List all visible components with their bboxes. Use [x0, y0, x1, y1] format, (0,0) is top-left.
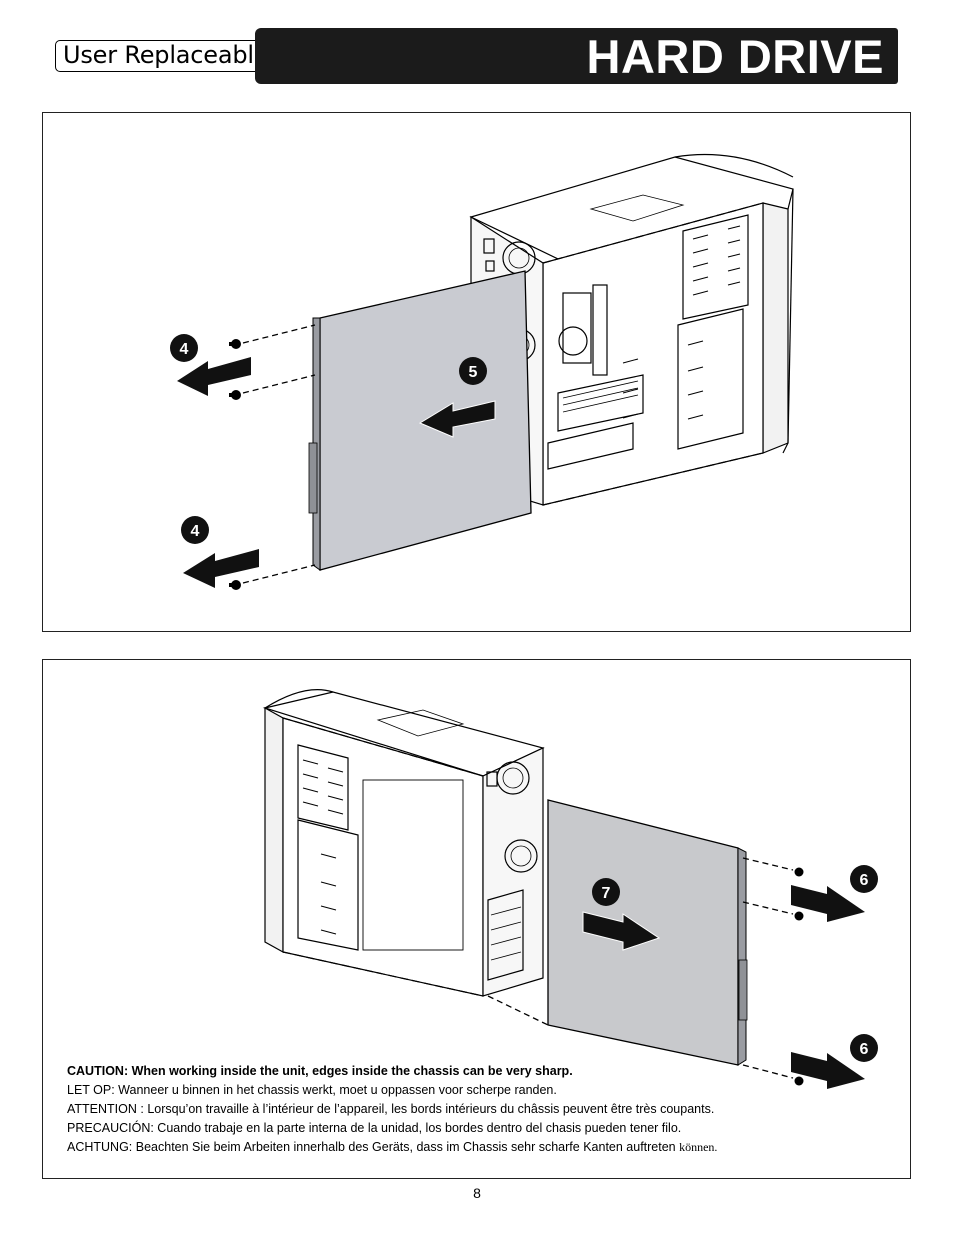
chassis-illustration-right — [262, 689, 865, 1089]
caution-english: CAUTION: When working inside the unit, e… — [67, 1064, 573, 1078]
svg-text:4: 4 — [191, 523, 200, 540]
callout-layer-1: 4 5 4 — [170, 334, 487, 544]
page-number: 8 — [473, 1185, 481, 1201]
svg-text:6: 6 — [860, 1041, 869, 1058]
callout-6-top: 6 — [850, 865, 878, 893]
callout-4-top: 4 — [170, 334, 198, 362]
figure-remove-right-panel: 7 6 6 CAUTION: When working inside the u… — [42, 659, 911, 1179]
section-title: HARD DRIVE — [586, 30, 884, 83]
caution-dutch: LET OP: Wanneer u binnen in het chassis … — [67, 1083, 557, 1097]
svg-text:4: 4 — [180, 341, 189, 358]
caution-french: ATTENTION : Lorsqu’on travaille à l’inté… — [67, 1102, 715, 1116]
callout-5: 5 — [459, 357, 487, 385]
caution-german-main: ACHTUNG: Beachten Sie beim Arbeiten inne… — [67, 1140, 680, 1154]
callout-6-bottom: 6 — [850, 1034, 878, 1062]
section-header-bar: HARD DRIVE — [255, 28, 898, 84]
figure-remove-left-panel: 4 5 4 — [42, 112, 911, 632]
caution-german: ACHTUNG: Beachten Sie beim Arbeiten inne… — [67, 1138, 887, 1157]
caution-spanish: PRECAUCIÓN: Cuando trabaje en la parte i… — [67, 1121, 682, 1135]
callout-7: 7 — [592, 878, 620, 906]
callout-layer-2: 7 6 6 — [592, 865, 878, 1062]
chassis-illustration-left — [177, 153, 794, 590]
svg-text:6: 6 — [860, 872, 869, 889]
caution-german-tail: können. — [679, 1140, 718, 1154]
callout-4-bottom: 4 — [181, 516, 209, 544]
svg-text:5: 5 — [469, 364, 478, 381]
caution-notice: CAUTION: When working inside the unit, e… — [67, 1062, 887, 1157]
svg-text:7: 7 — [602, 885, 611, 902]
